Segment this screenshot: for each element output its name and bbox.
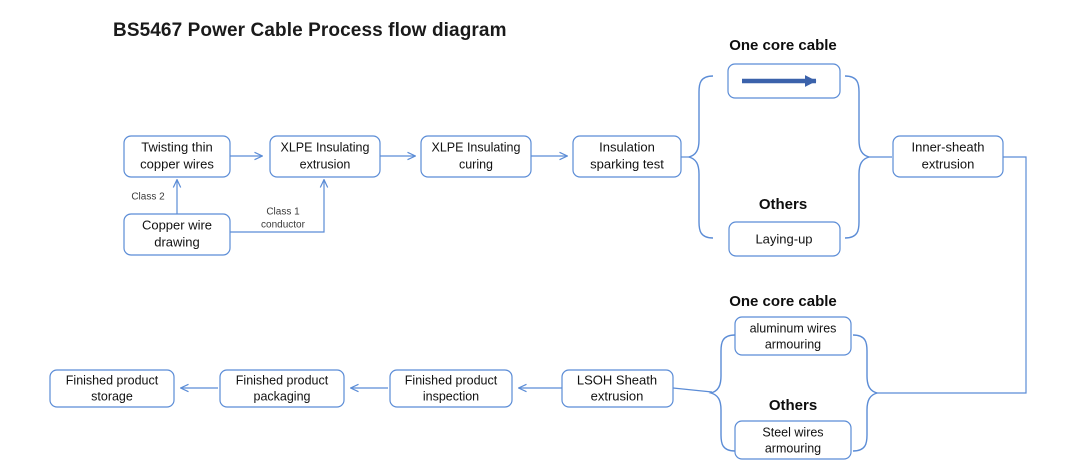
edge-label-class-1-line2: conductor	[261, 220, 306, 231]
edge-label-class-2: Class 2	[131, 192, 165, 203]
node-box	[734, 420, 852, 460]
node-box	[572, 135, 682, 178]
node-label-line1: LSOH Sheath	[577, 372, 657, 387]
node-aluminum-wires-armouring[interactable]: aluminum wires armouring	[734, 316, 852, 356]
node-label-line1: Finished product	[405, 373, 498, 387]
node-label-line2: extrusion	[300, 157, 351, 171]
node-label-line1: Insulation	[599, 139, 655, 154]
node-copper-wire-drawing[interactable]: Copper wire drawing	[123, 213, 231, 256]
node-box	[734, 316, 852, 356]
node-box	[219, 369, 345, 408]
node-label-line1: Finished product	[236, 373, 329, 387]
connector-lsoh-to-brace	[672, 387, 713, 393]
group-label-top-one-core: One core cable	[729, 37, 837, 54]
brace-close-bottom	[852, 334, 880, 452]
node-label-line1: XLPE Insulating	[281, 140, 370, 154]
page-title: BS5467 Power Cable Process flow diagram	[113, 20, 507, 41]
node-box	[123, 135, 231, 178]
node-box	[389, 369, 513, 408]
node-label-line1: Twisting thin	[141, 139, 213, 154]
node-label-line1: aluminum wires	[750, 321, 837, 335]
node-inner-sheath-extrusion[interactable]: Inner-sheath extrusion	[892, 135, 1004, 178]
node-label-line2: armouring	[765, 337, 821, 351]
node-label-line2: curing	[459, 157, 493, 171]
brace-open-bottom	[708, 334, 736, 452]
node-finished-product-storage[interactable]: Finished product storage	[49, 369, 175, 408]
node-label-line2: sparking test	[590, 156, 664, 171]
node-label: Laying-up	[755, 231, 812, 246]
node-label-line2: drawing	[154, 234, 200, 249]
node-finished-product-inspection[interactable]: Finished product inspection	[389, 369, 513, 408]
edge-label-class-1-line1: Class 1	[266, 207, 300, 218]
node-label-line2: storage	[91, 389, 133, 403]
node-box	[123, 213, 231, 256]
connector-drawing-to-extrusion	[230, 180, 324, 233]
group-label-top-others: Others	[759, 196, 807, 213]
node-lsoh-sheath-extrusion[interactable]: LSOH Sheath extrusion	[561, 369, 674, 408]
node-xlpe-insulating-curing[interactable]: XLPE Insulating curing	[420, 135, 532, 178]
node-one-core-passthrough[interactable]	[727, 63, 841, 99]
node-label-line2: inspection	[423, 389, 479, 403]
node-box	[49, 369, 175, 408]
node-label-line1: Copper wire	[142, 217, 212, 232]
node-box	[892, 135, 1004, 178]
node-laying-up[interactable]: Laying-up	[728, 221, 841, 257]
node-box	[420, 135, 532, 178]
brace-close-top	[844, 75, 872, 239]
node-label-line2: armouring	[765, 441, 821, 455]
node-label-line2: extrusion	[591, 388, 644, 403]
brace-open-top	[686, 75, 714, 239]
node-label-line2: packaging	[254, 389, 311, 403]
node-label-line1: Finished product	[66, 373, 159, 387]
node-label-line1: Steel wires	[762, 425, 823, 439]
node-steel-wires-armouring[interactable]: Steel wires armouring	[734, 420, 852, 460]
node-label-line2: extrusion	[922, 156, 975, 171]
node-finished-product-packaging[interactable]: Finished product packaging	[219, 369, 345, 408]
group-label-bottom-others: Others	[769, 397, 817, 414]
node-xlpe-insulating-extrusion[interactable]: XLPE Insulating extrusion	[269, 135, 381, 178]
connector-inner-sheath-to-armouring	[950, 156, 1027, 394]
node-label-line2: copper wires	[140, 156, 214, 171]
node-box	[728, 221, 841, 257]
node-insulation-sparking-test[interactable]: Insulation sparking test	[572, 135, 682, 178]
group-label-bottom-one-core: One core cable	[729, 293, 837, 310]
node-twisting-thin-copper-wires[interactable]: Twisting thin copper wires	[123, 135, 231, 178]
node-box	[561, 369, 674, 408]
node-label-line1: XLPE Insulating	[432, 140, 521, 154]
node-label-line1: Inner-sheath	[912, 139, 985, 154]
node-box	[269, 135, 381, 178]
